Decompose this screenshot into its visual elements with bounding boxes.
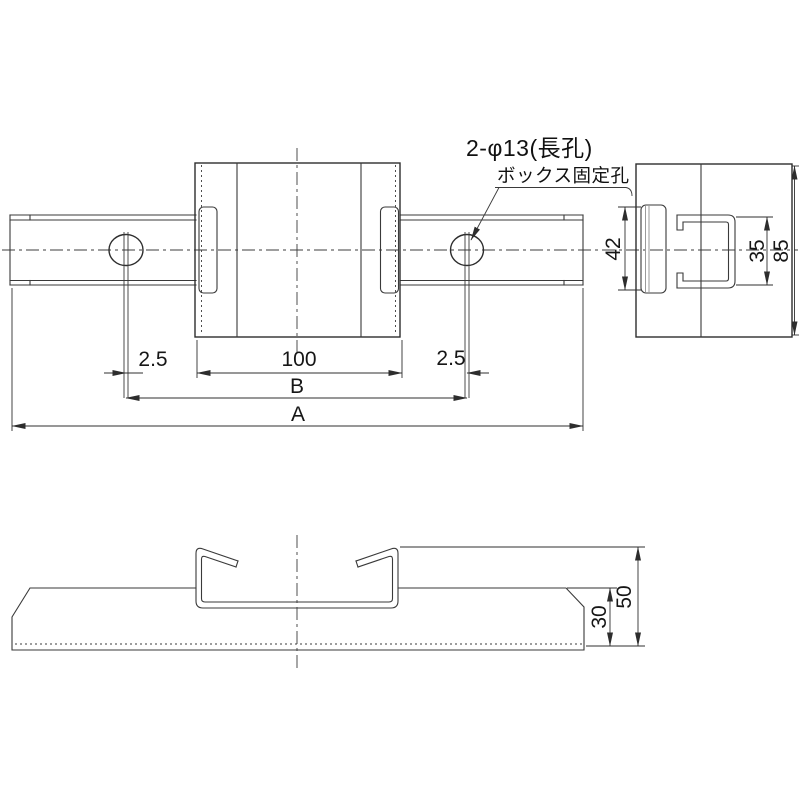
slotted-hole-right <box>449 233 485 267</box>
dim-85: 85 <box>770 165 799 336</box>
mounting-block <box>194 162 401 338</box>
channel-inner <box>682 221 730 282</box>
front-view <box>9 162 584 398</box>
channel-profile <box>195 547 399 609</box>
side-channel-section <box>676 214 736 289</box>
channel-lip-bottom <box>676 272 684 289</box>
leader-arrow <box>470 187 500 241</box>
dim-50-text: 50 <box>613 585 636 608</box>
channel-lip-tip-left <box>235 560 239 568</box>
channel-lip-top <box>676 214 684 231</box>
dim-50: 50 <box>400 546 645 647</box>
channel-lip-tip-right <box>355 560 359 568</box>
dim-30: 30 <box>567 587 645 647</box>
dim-42: 42 <box>602 206 641 291</box>
dim-2-5-right-text: 2.5 <box>436 347 465 370</box>
slotted-hole-left <box>108 233 144 267</box>
hole-spec-text: 2-φ13(長孔) <box>466 135 593 161</box>
block-tab-left <box>198 206 218 294</box>
rail-profile <box>11 587 585 651</box>
leader-underline <box>495 187 633 197</box>
dim-42-text: 42 <box>602 237 625 260</box>
rail-right-segment <box>399 214 584 286</box>
rail-left-segment <box>9 214 197 286</box>
dim-2-5-left-text: 2.5 <box>138 348 167 371</box>
dim-85-text: 85 <box>770 239 793 262</box>
channel-outer <box>676 214 736 289</box>
dim-35-text: 35 <box>746 239 769 262</box>
dim-30-text: 30 <box>588 605 611 628</box>
dim-100-text: 100 <box>281 348 316 371</box>
channel-profile-outer <box>195 547 399 609</box>
dim-B-text: B <box>290 375 304 398</box>
channel-profile-inner <box>200 555 394 603</box>
side-view: 42 35 85 <box>602 163 799 338</box>
dim-A-text: A <box>291 403 305 426</box>
dim-35: 35 <box>736 216 773 286</box>
block-tab-right <box>379 206 400 294</box>
front-view-dimensions: 100 2.5 2.5 B A <box>11 288 584 431</box>
bottom-view: 30 50 <box>11 546 645 651</box>
side-rail-end <box>640 204 667 294</box>
block-outline <box>194 162 401 338</box>
hole-extension-lines <box>123 232 470 398</box>
hole-annotation: 2-φ13(長孔) ボックス固定孔 <box>466 135 633 241</box>
hole-label-text: ボックス固定孔 <box>497 165 629 186</box>
